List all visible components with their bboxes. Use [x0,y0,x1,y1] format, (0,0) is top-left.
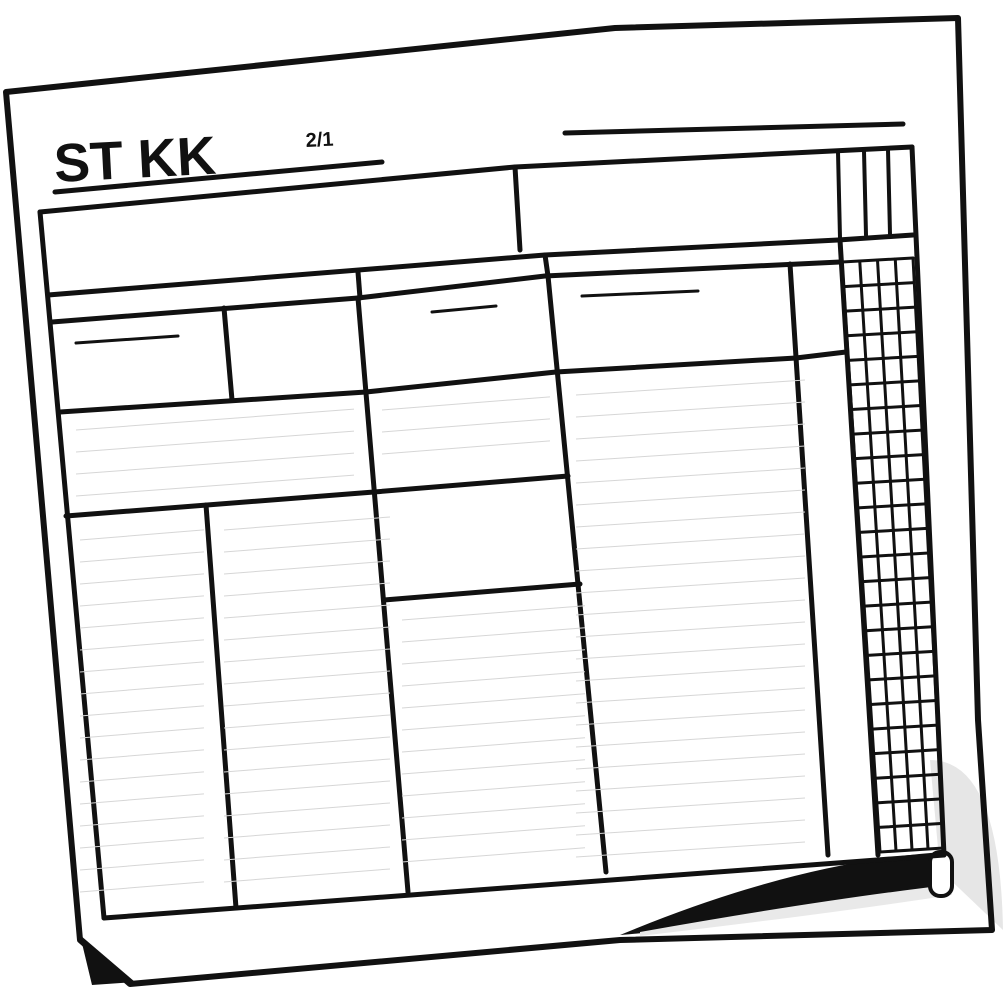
ruled-line [401,825,586,841]
ruled-line [79,551,205,563]
ruled-line [401,715,586,731]
header-rule-right [562,121,906,136]
ruled-line [79,771,205,783]
ruled-line [223,582,391,597]
ruled-line [79,705,205,717]
ruled-line [401,671,586,687]
ruled-line [223,648,391,663]
ruled-line [575,643,806,660]
ruled-line [575,555,806,572]
ruled-line [223,538,391,553]
ruled-line [575,731,806,748]
ruled-line [575,665,806,682]
ruled-line [79,881,205,893]
ruled-line [79,617,205,629]
ruled-line [575,819,806,836]
checkbox-grid-column-line [911,256,946,850]
ruled-line [79,573,205,585]
ruled-line [79,683,205,695]
ruled-line [75,474,355,497]
ruled-line [79,793,205,805]
ruled-line [401,737,586,753]
ruled-line [223,714,391,729]
ruled-line [381,396,551,411]
ruled-line [575,401,806,418]
checkbox-grid-column-line [876,258,914,852]
ruled-line [381,440,551,455]
page-number: 2/1 [305,129,334,152]
ruled-line [79,661,205,673]
ruled-line [223,780,391,795]
ruled-line [575,577,806,594]
ruled-line [575,467,806,484]
ruled-line [223,626,391,641]
ruled-line [575,445,806,462]
ruled-line [575,709,806,726]
ruled-line [223,846,391,861]
title-underline [52,159,385,195]
ruled-line [575,775,806,792]
ruling-lines [75,379,806,893]
ruled-line [575,379,806,396]
ruled-line [575,533,806,550]
ruled-line [75,452,355,475]
ruled-line [401,781,586,797]
ruled-line [401,803,586,819]
ruled-line [401,605,586,621]
ruled-line [223,692,391,707]
ruled-line [79,529,205,541]
page-curl-shadow [620,760,1003,936]
ruled-line [575,511,806,528]
ruled-line [79,595,205,607]
checkbox-grid-column-line [840,260,882,854]
ruled-line [79,837,205,849]
ruled-line [223,758,391,773]
ruled-line [223,824,391,839]
ruled-line [401,693,586,709]
ruled-line [401,759,586,775]
ruled-line [575,489,806,506]
ruled-line [575,687,806,704]
ruled-line [223,516,391,531]
ruled-line [575,599,806,616]
checkbox-grid-column-line [893,257,930,851]
checkbox-grid [840,256,946,854]
ruled-line [75,430,355,453]
ruled-line [79,639,205,651]
ruled-line [223,736,391,751]
checkbox-grid-column-line [858,259,898,853]
corner-fold [80,935,135,985]
ruled-line [79,727,205,739]
ruled-line [401,649,586,665]
ruled-line [381,418,551,433]
ruled-line [79,749,205,761]
ruled-line [223,604,391,619]
ruled-line [223,868,391,883]
ruled-line [79,859,205,871]
ruled-line [79,815,205,827]
ruled-line [75,408,355,431]
ruled-line [223,802,391,817]
ruled-line [575,797,806,814]
header: ST KK 2/1 [52,121,906,195]
ruled-line [401,627,586,643]
ruled-line [223,560,391,575]
ruled-line [575,841,806,858]
ruled-line [401,847,586,863]
ruled-line [575,621,806,638]
ruled-line [223,670,391,685]
ruled-line [575,753,806,770]
ruled-line [575,423,806,440]
